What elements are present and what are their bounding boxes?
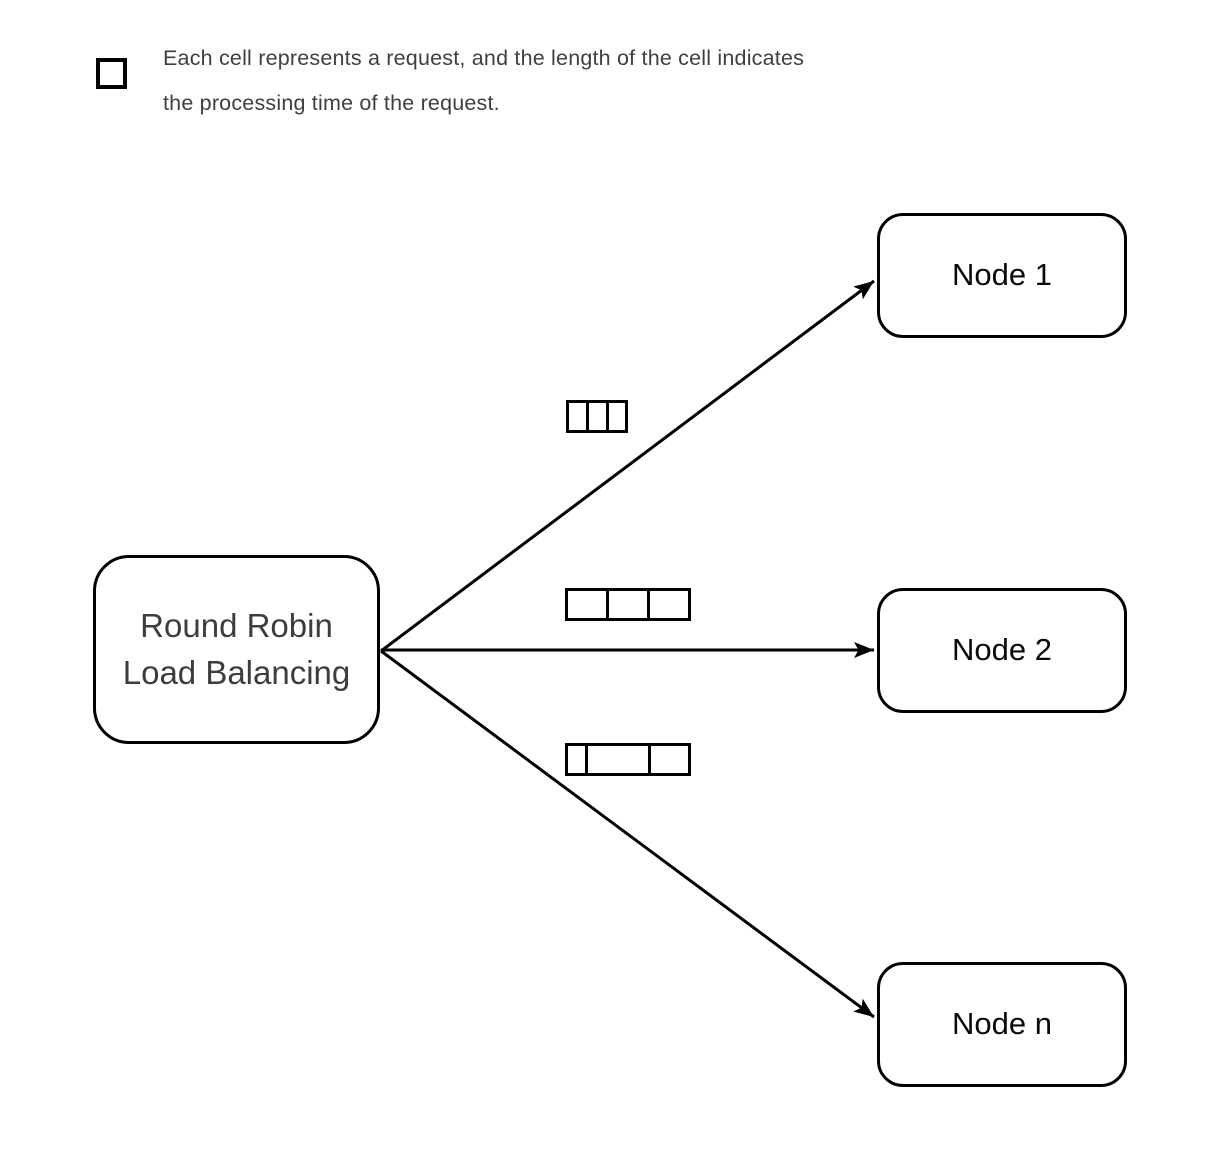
request-cells-node-1 (566, 400, 628, 433)
request-cell (606, 588, 650, 621)
node-2: Node 2 (877, 588, 1127, 713)
request-cell (647, 588, 691, 621)
node-2-label: Node 2 (952, 632, 1052, 668)
request-cells-node-n (565, 743, 691, 776)
legend-caption-line1: Each cell represents a request, and the … (163, 46, 805, 70)
request-cell (648, 743, 691, 776)
request-cell (585, 743, 651, 776)
arrow-to-node-n (380, 649, 875, 1019)
request-cells-node-2 (565, 588, 691, 621)
node-1-label: Node 1 (952, 257, 1052, 293)
node-1: Node 1 (877, 213, 1127, 338)
node-n: Node n (877, 962, 1127, 1087)
legend-caption: Each cell represents a request, and the … (163, 36, 953, 126)
request-cell (606, 400, 628, 433)
request-cell (565, 588, 609, 621)
node-n-label: Node n (952, 1006, 1052, 1042)
legend-caption-line2: the processing time of the request. (163, 91, 500, 115)
cell-square-icon (96, 58, 127, 89)
